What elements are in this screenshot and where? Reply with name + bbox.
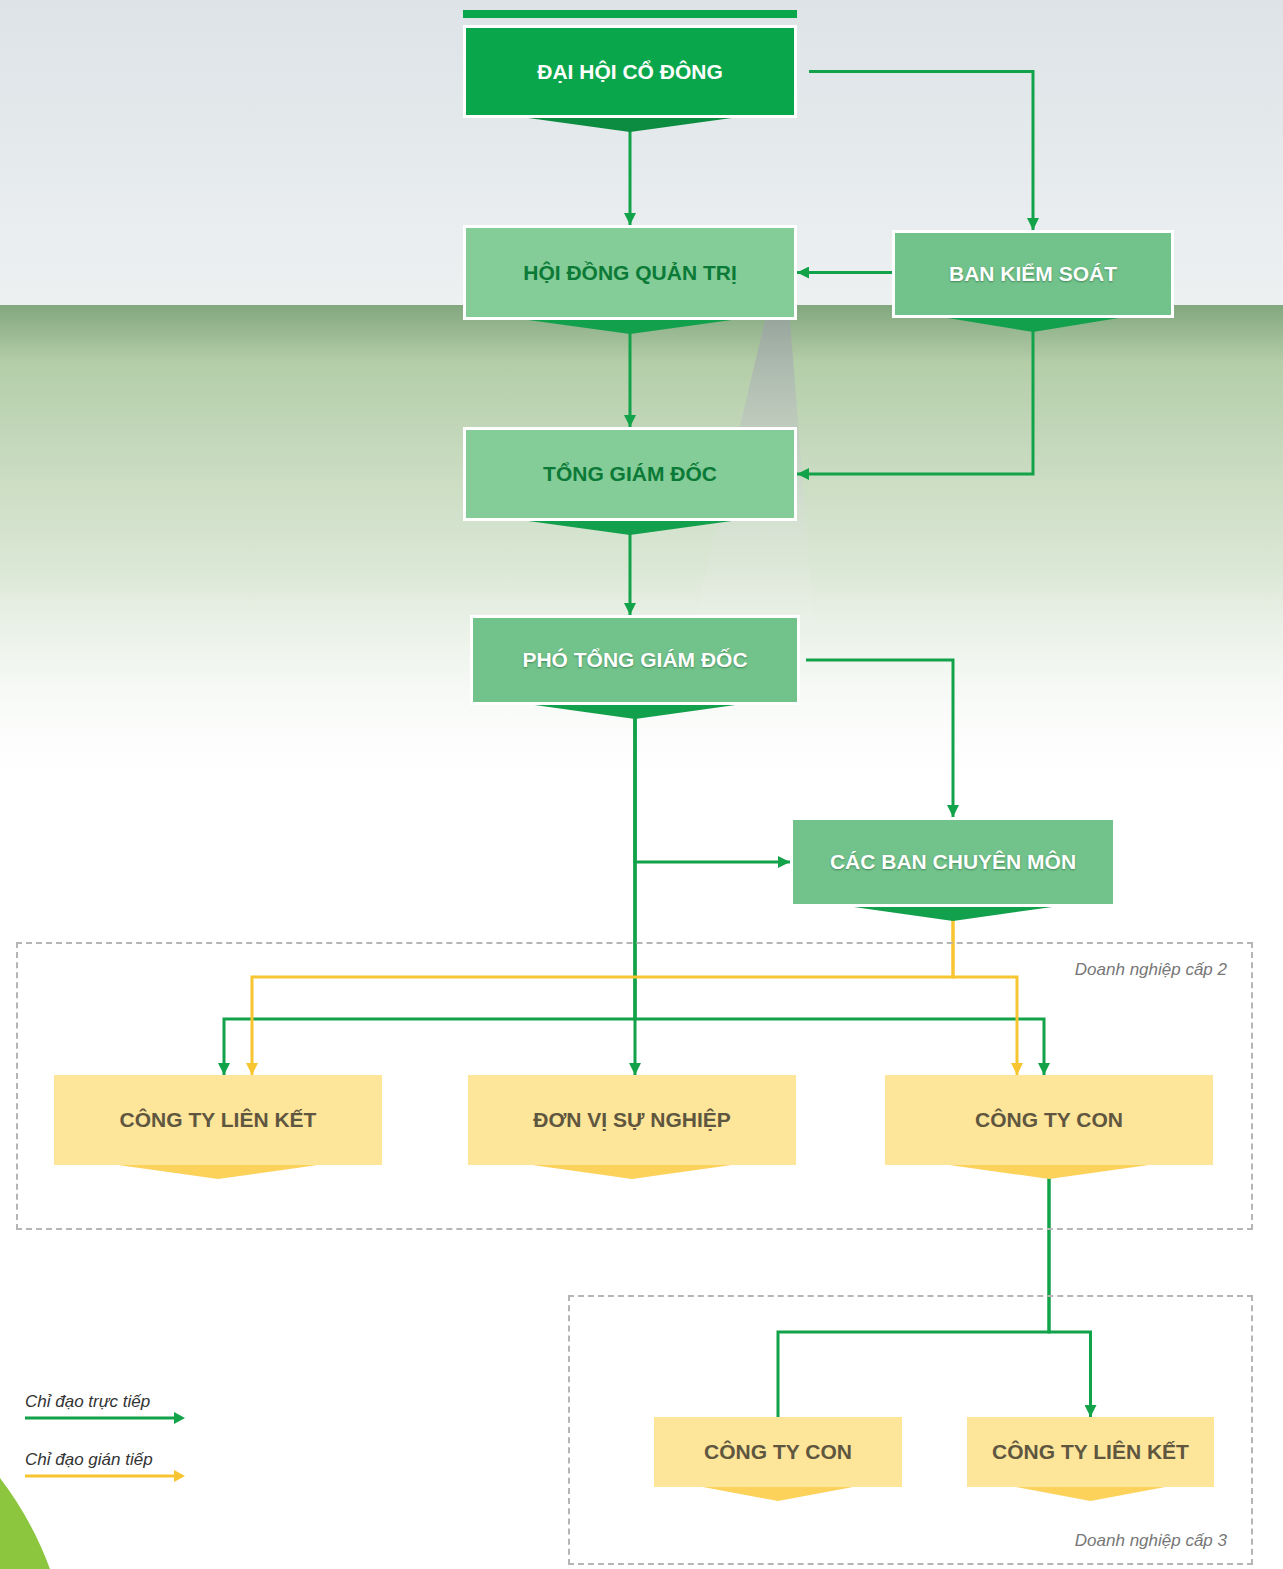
group-region: Doanh nghiệp cấp 3 CÔNG TY CON CÔNG TY LIÊ… xyxy=(568,1295,1253,1565)
connector xyxy=(252,907,953,1075)
connector xyxy=(629,118,632,225)
box-label: CÁC BAN CHUYÊN MÔN xyxy=(830,849,1076,874)
connector xyxy=(809,72,1033,231)
connector xyxy=(629,521,632,615)
legend-line xyxy=(25,1475,176,1478)
box-label: PHÓ TỔNG GIÁM ĐỐC xyxy=(522,647,747,672)
group-region: Doanh nghiệp cấp 2 CÔNG TY LIÊN KẾT ĐƠN VỊ… xyxy=(16,942,1253,1230)
box-label: CÔNG TY LIÊN KẾT xyxy=(120,1107,317,1132)
legend-text: Chỉ đạo gián tiếp xyxy=(25,1450,153,1470)
connector xyxy=(797,318,1033,474)
org-box: CÔNG TY CON xyxy=(654,1417,902,1487)
connector xyxy=(953,907,1017,1075)
org-box: CÔNG TY CON xyxy=(885,1075,1213,1165)
legend-arrowhead xyxy=(174,1470,185,1482)
field xyxy=(0,305,1283,785)
connector xyxy=(635,705,790,862)
connector xyxy=(629,320,632,427)
box-label: ĐẠI HỘI CỔ ĐÔNG xyxy=(537,59,723,84)
legend-text: Chỉ đạo trực tiếp xyxy=(25,1392,150,1412)
box-label: CÔNG TY LIÊN KẾT xyxy=(992,1439,1189,1464)
box-label: BAN KIỂM SOÁT xyxy=(949,261,1117,286)
box-label: ĐƠN VỊ SỰ NGHIỆP xyxy=(533,1107,731,1132)
org-box: ĐƠN VỊ SỰ NGHIỆP xyxy=(468,1075,796,1165)
connector xyxy=(778,1165,1049,1417)
region-title: Doanh nghiệp cấp 3 xyxy=(1075,1531,1227,1551)
box-label: CÔNG TY CON xyxy=(704,1439,852,1464)
connector xyxy=(224,705,635,1075)
region-title: Doanh nghiệp cấp 2 xyxy=(1075,960,1227,980)
org-box: CÔNG TY LIÊN KẾT xyxy=(967,1417,1214,1487)
org-box: CÔNG TY LIÊN KẾT xyxy=(54,1075,382,1165)
connector xyxy=(806,660,953,817)
leaf-corner xyxy=(0,1478,50,1569)
legend-line xyxy=(25,1417,176,1420)
box-label: HỘI ĐỒNG QUẢN TRỊ xyxy=(523,260,737,285)
box-label: TỔNG GIÁM ĐỐC xyxy=(543,461,717,486)
connector xyxy=(1049,1165,1091,1417)
legend-arrowhead xyxy=(174,1412,185,1424)
connector xyxy=(797,271,892,274)
org-box: ĐẠI HỘI CỔ ĐÔNG xyxy=(463,25,797,118)
org-box: TỔNG GIÁM ĐỐC xyxy=(463,427,797,521)
org-box: CÁC BAN CHUYÊN MÔN xyxy=(790,817,1116,907)
org-box: HỘI ĐỒNG QUẢN TRỊ xyxy=(463,225,797,320)
org-box: BAN KIỂM SOÁT xyxy=(892,230,1174,318)
org-box: PHÓ TỔNG GIÁM ĐỐC xyxy=(470,615,800,705)
box-label: CÔNG TY CON xyxy=(975,1107,1123,1132)
